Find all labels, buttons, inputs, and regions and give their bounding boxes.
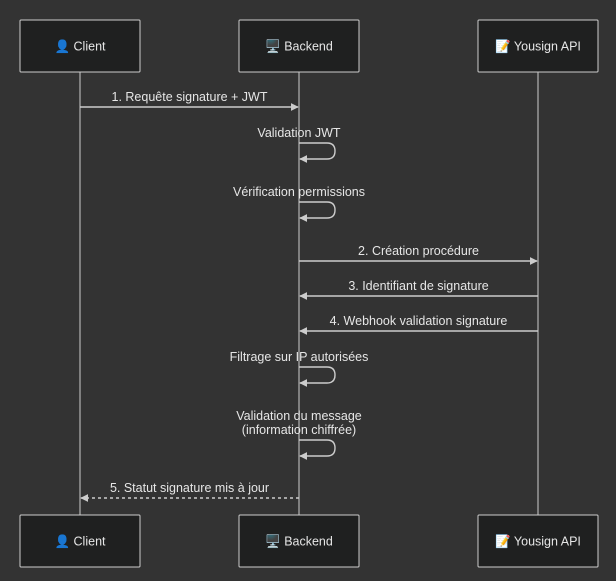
message-label: 1. Requête signature + JWT <box>112 90 268 104</box>
participant-name: Client <box>74 535 106 549</box>
participant-backend-bottom: 🖥️ Backend <box>238 514 360 568</box>
participant-box <box>477 19 599 73</box>
participant-name: Backend <box>284 40 333 54</box>
participant-label: 👤 Client <box>54 534 106 549</box>
message-label: Vérification permissions <box>233 185 365 199</box>
participant-icon: 📝 <box>495 39 514 54</box>
message-m6: 4. Webhook validation signature <box>299 314 538 335</box>
message-m5: 3. Identifiant de signature <box>299 279 538 300</box>
self-message-arrow <box>299 366 336 387</box>
message-m4: 2. Création procédure <box>299 244 538 265</box>
participant-client-top: 👤 Client <box>19 19 141 73</box>
message-m1: 1. Requête signature + JWT <box>80 90 299 111</box>
participant-icon: 🖥️ <box>265 534 284 549</box>
message-label: (information chiffrée) <box>242 423 356 437</box>
participant-label: 🖥️ Backend <box>265 534 333 549</box>
participant-name: Client <box>74 40 106 54</box>
participant-name: Backend <box>284 535 333 549</box>
participant-box <box>238 19 360 73</box>
self-message-arrow <box>299 439 336 460</box>
message-label: 3. Identifiant de signature <box>348 279 488 293</box>
participant-backend-top: 🖥️ Backend <box>238 19 360 73</box>
participant-name: Yousign API <box>514 535 581 549</box>
self-message-arrow <box>299 142 336 163</box>
participant-label: 📝 Yousign API <box>495 39 581 54</box>
participant-box <box>19 514 141 568</box>
self-message-arrow <box>299 201 336 222</box>
participant-client-bottom: 👤 Client <box>19 514 141 568</box>
participant-box <box>477 514 599 568</box>
message-label: Validation JWT <box>257 126 340 140</box>
participant-label: 🖥️ Backend <box>265 39 333 54</box>
participant-yousign-top: 📝 Yousign API <box>477 19 599 73</box>
message-label: 5. Statut signature mis à jour <box>110 481 269 495</box>
participant-label: 📝 Yousign API <box>495 534 581 549</box>
participant-label: 👤 Client <box>54 39 106 54</box>
message-m7: Filtrage sur IP autorisées <box>230 350 369 387</box>
message-m9: 5. Statut signature mis à jour <box>80 481 299 502</box>
participant-box <box>19 19 141 73</box>
participant-icon: 📝 <box>495 534 514 549</box>
message-label: Filtrage sur IP autorisées <box>230 350 369 364</box>
participant-icon: 👤 <box>54 534 73 549</box>
participant-yousign-bottom: 📝 Yousign API <box>477 514 599 568</box>
participant-box <box>238 514 360 568</box>
message-m3: Vérification permissions <box>233 185 365 222</box>
message-label: Validation du message <box>236 409 362 423</box>
message-m8: Validation du message(information chiffr… <box>236 409 362 460</box>
message-label: 2. Création procédure <box>358 244 479 258</box>
participant-icon: 🖥️ <box>265 39 284 54</box>
message-label: 4. Webhook validation signature <box>330 314 508 328</box>
participant-icon: 👤 <box>54 39 73 54</box>
message-m2: Validation JWT <box>257 126 341 163</box>
participant-name: Yousign API <box>514 40 581 54</box>
